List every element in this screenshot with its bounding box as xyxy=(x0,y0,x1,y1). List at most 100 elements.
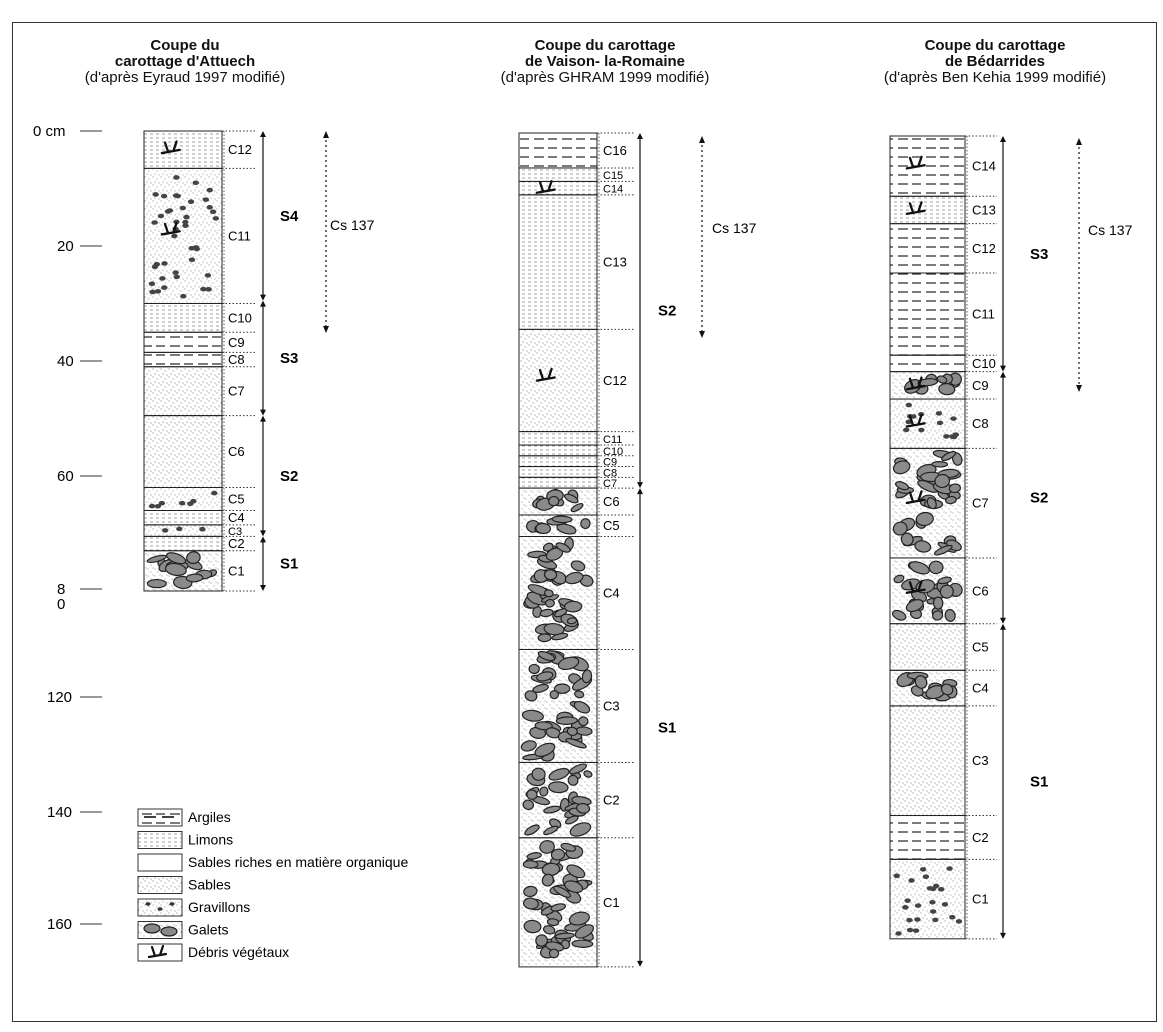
pebble-mark xyxy=(567,774,579,786)
layer-label: C11 xyxy=(972,307,995,322)
layer-fill xyxy=(889,815,966,860)
pebble-mark xyxy=(926,497,937,510)
pebble-mark xyxy=(564,571,584,585)
layer-label: C14 xyxy=(972,159,996,174)
depth-tick-label-extra: 0 xyxy=(57,596,65,613)
depth-tick-label: 60 xyxy=(57,468,74,485)
sequence-s3: S3 xyxy=(1000,136,1048,372)
gravel-mark xyxy=(908,878,915,883)
layer-c11: C11 xyxy=(518,431,634,446)
sequence-arrow-top xyxy=(1000,371,1006,378)
pebble-mark xyxy=(905,599,924,613)
layer-fill xyxy=(518,194,598,330)
depth-tick: 20 xyxy=(57,238,102,255)
layer-label: C12 xyxy=(228,142,252,157)
sequence-label: S1 xyxy=(1030,773,1048,790)
layer-c6: C6 xyxy=(889,557,997,625)
depth-tick: 120 xyxy=(47,689,102,706)
pebble-mark xyxy=(143,923,161,934)
gravel-mark xyxy=(919,867,927,872)
gravel-mark xyxy=(941,902,949,907)
cs137-arrow-top xyxy=(1076,138,1082,145)
layer-label: C10 xyxy=(603,446,623,458)
pebble-mark xyxy=(543,589,554,598)
pebble-mark xyxy=(534,742,556,758)
sequence-arrow-top xyxy=(260,300,266,307)
pebble-mark xyxy=(535,934,548,947)
gravel-mark xyxy=(182,219,189,225)
cs137-label: Cs 137 xyxy=(330,217,375,233)
pebble-mark xyxy=(891,609,907,621)
gravel-mark xyxy=(906,927,914,933)
gravel-mark xyxy=(922,874,930,879)
pebble-mark xyxy=(546,918,560,927)
layer-label: C15 xyxy=(603,170,623,182)
pebble-mark xyxy=(548,495,560,507)
pebble-mark xyxy=(165,552,187,565)
sequence-arrow-top xyxy=(260,536,266,543)
gravel-mark xyxy=(180,293,187,299)
pebble-mark xyxy=(521,709,544,722)
pebble-mark xyxy=(536,671,554,682)
layer-c11: C11 xyxy=(889,272,997,356)
gravel-mark xyxy=(904,898,911,903)
layer-label: C8 xyxy=(972,416,989,431)
layer-fill xyxy=(143,331,223,353)
sequence-label: S1 xyxy=(280,556,298,573)
layer-fill xyxy=(889,223,966,274)
gravel-mark xyxy=(187,199,195,205)
legend-swatch xyxy=(137,876,183,894)
layer-c12: C12 xyxy=(143,130,257,169)
layer-label: C5 xyxy=(228,492,245,507)
layer-c8: C8 xyxy=(889,398,997,449)
layer-fill xyxy=(518,132,598,169)
pebble-mark xyxy=(900,532,914,547)
pebble-mark xyxy=(544,598,555,608)
layer-label: C5 xyxy=(603,518,620,533)
layer-c9: C9 xyxy=(143,331,257,353)
vegetal-debris-icon xyxy=(905,376,926,391)
gravel-mark xyxy=(154,289,162,294)
gravel-mark xyxy=(192,180,199,186)
pebble-mark xyxy=(948,483,961,494)
pebble-mark xyxy=(578,716,589,727)
legend-item-argile: Argiles xyxy=(137,808,231,827)
gravel-mark xyxy=(199,526,206,532)
gravel-mark xyxy=(171,233,178,239)
gravel-mark xyxy=(148,281,156,287)
sequence-label: S3 xyxy=(1030,246,1048,263)
pebble-mark xyxy=(528,663,540,675)
gravel-mark xyxy=(905,402,912,408)
pebble-mark xyxy=(563,600,583,613)
layer-fill xyxy=(889,135,966,197)
pebble-mark xyxy=(160,926,178,937)
sequence-s1: S1 xyxy=(637,488,676,967)
gravel-mark xyxy=(169,902,175,906)
depth-tick: 40 xyxy=(57,353,102,370)
pebble-mark xyxy=(563,493,579,504)
layer-fill xyxy=(518,466,598,478)
layer-c6: C6 xyxy=(518,487,634,516)
layer-c10: C10 xyxy=(143,303,257,333)
layer-fill xyxy=(889,858,966,940)
vegetal-debris-icon xyxy=(535,367,556,382)
gravel-mark xyxy=(902,905,909,910)
gravel-mark xyxy=(209,209,217,215)
cs137-arrow-top xyxy=(323,131,329,138)
gravel-mark xyxy=(145,902,151,906)
pebble-mark xyxy=(520,740,537,752)
pebble-mark xyxy=(914,540,932,553)
layer-label: C6 xyxy=(972,583,989,598)
layer-c6: C6 xyxy=(143,415,257,488)
pebble-mark xyxy=(526,852,542,860)
layer-c3: C3 xyxy=(518,648,634,763)
gravel-mark xyxy=(893,873,900,879)
pebble-mark xyxy=(524,690,538,702)
layer-c7: C7 xyxy=(518,476,634,490)
pebble-mark xyxy=(526,789,538,800)
sequence-label: S2 xyxy=(280,468,298,485)
gravel-mark xyxy=(910,414,917,419)
sequence-s2: S2 xyxy=(260,415,298,537)
core-column-2: C16C15C14C13C12C11C10C9C8C7C6C5C4C3C2C1S… xyxy=(518,132,757,968)
gravel-mark xyxy=(212,216,220,221)
